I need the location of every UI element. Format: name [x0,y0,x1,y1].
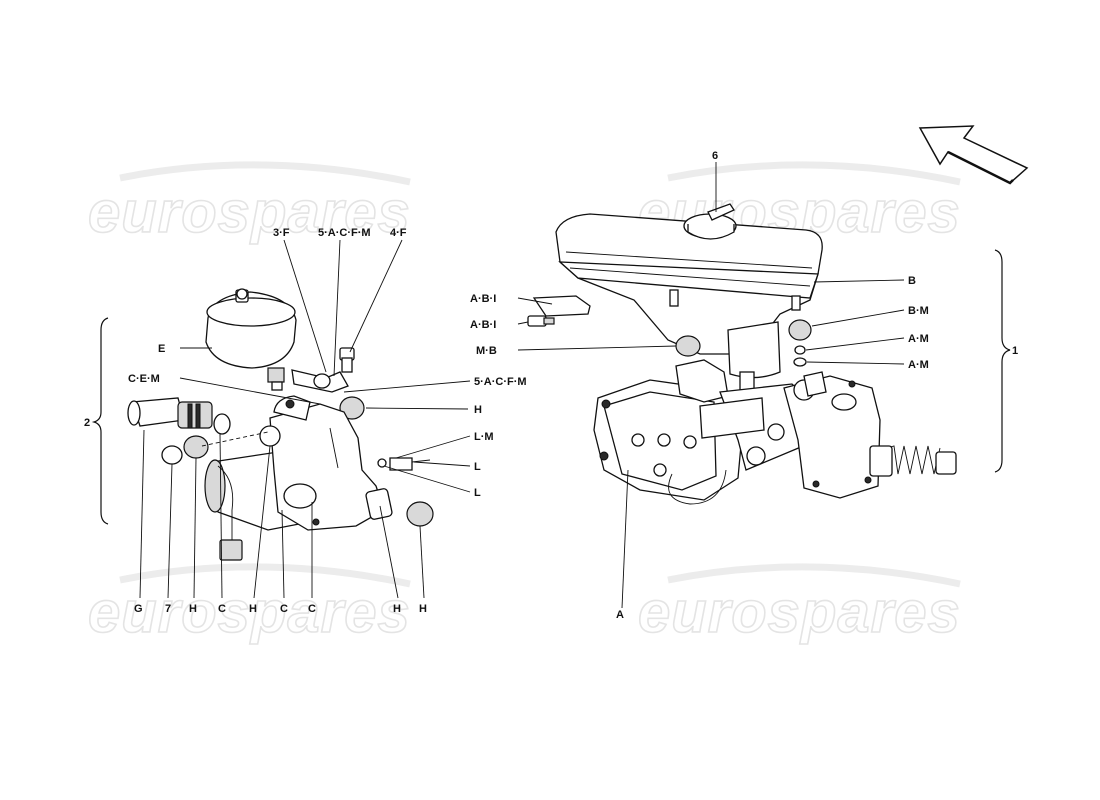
callout-label: L [474,487,481,499]
callout-label: 4·F [390,227,407,239]
callout-label: C [308,603,316,615]
o-ring [794,345,806,355]
right-master-cylinder-assembly [527,203,957,505]
plug-cap [339,396,365,420]
watermark-layer: eurospares eurospares eurospares eurospa… [87,161,961,646]
mounting-bracket [532,295,591,317]
callout-label: B·M [908,305,929,317]
callout-label: H [419,603,427,615]
watermark-swoosh [667,161,961,186]
motor-connector [219,539,243,561]
callout-label: 5·A·C·F·M [474,376,527,388]
callout-label: L·M [474,431,494,443]
banjo-fitting [291,347,355,393]
callout-label: C [218,603,226,615]
callout-label: E [158,343,165,355]
callout-label: A·M [908,359,929,371]
master-cylinder [783,371,957,499]
accumulator-sphere [205,288,297,391]
group-bracket-1: 1 [994,249,1018,473]
direction-arrow-icon [918,125,1029,185]
reservoir-grommet [675,335,701,357]
callout-label: H [474,404,482,416]
callout-label: C·E·M [128,373,160,385]
callout-label: G [134,603,143,615]
callout-label: 6 [712,150,718,162]
callout-label: 7 [165,603,171,615]
callout-label: H [189,603,197,615]
watermark-swoosh [667,563,961,588]
callout-label: 5·A·C·F·M [318,227,371,239]
callout-label: M·B [476,345,497,357]
watermark-bottom-right: eurospares [638,580,961,645]
watermark-swoosh [119,563,411,588]
leader-lines [139,162,905,609]
fluid-reservoir [555,203,823,391]
union-fitting [377,457,431,471]
assembly-guide-line [201,431,269,447]
group-number-1: 1 [1012,345,1018,357]
callout-label: H [393,603,401,615]
watermark-bottom-left: eurospares [88,580,411,645]
callout-label: A [616,609,624,621]
callout-label: H [249,603,257,615]
watermark-top-left: eurospares [88,180,411,245]
callout-label: A·B·I [470,293,496,305]
callout-label: A·M [908,333,929,345]
reservoir-grommet [788,319,812,341]
bracket-bolt [527,315,555,327]
callout-labels: 3·F 5·A·C·F·M 4·F E C·E·M 5·A·C·F·M H L·… [128,150,929,621]
plug-cap [183,435,209,459]
group-number-2: 2 [84,417,90,429]
watermark-swoosh [119,161,411,186]
callout-label: C [280,603,288,615]
group-bracket-2: 2 [84,317,109,525]
callout-label: 3·F [273,227,290,239]
callout-label: B [908,275,916,287]
callout-label: A·B·I [470,319,496,331]
sealing-washer [161,445,183,465]
plug-cap [406,501,434,527]
hydraulic-unit-body [593,359,813,505]
callout-label: L [474,461,481,473]
o-ring [793,357,807,367]
pressure-switch [127,397,231,435]
pump-housing [259,395,393,531]
left-pump-assembly [127,288,434,561]
